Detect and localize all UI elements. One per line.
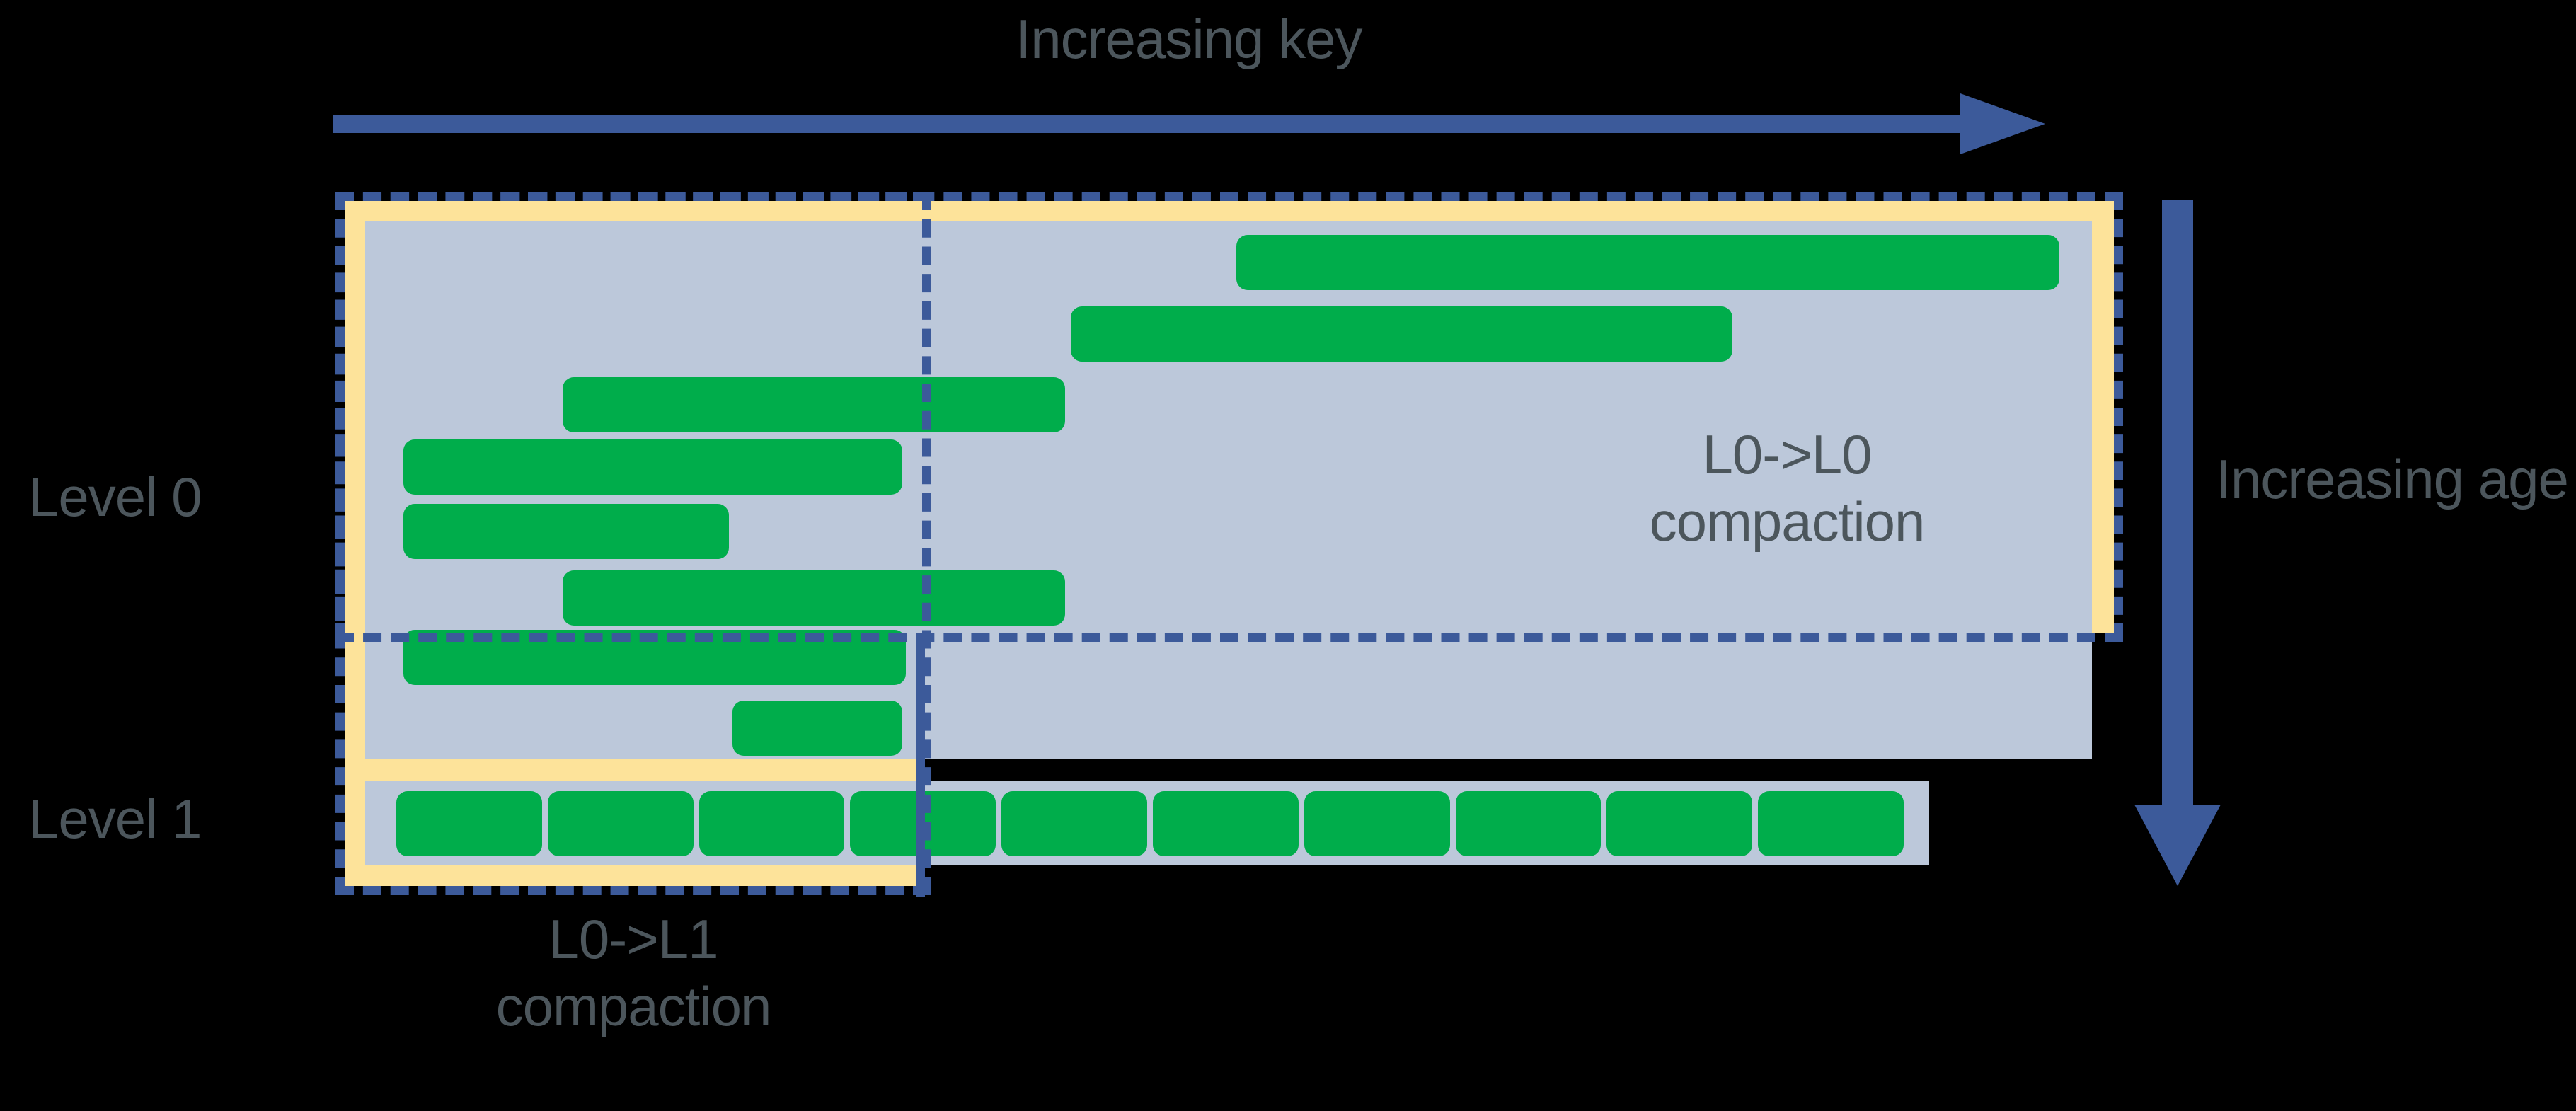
age-arrow-head — [2134, 805, 2221, 886]
l0-file-3 — [563, 377, 1065, 432]
level-1-file-strip — [396, 791, 1904, 856]
l1-file-9 — [1606, 791, 1753, 856]
l0-l1-inner-gap — [365, 759, 922, 781]
l0-file-8 — [732, 701, 902, 756]
l0-l1-right-edge-rule — [916, 642, 925, 897]
increasing-key-arrow — [333, 93, 2045, 154]
l0-file-2 — [1071, 306, 1732, 362]
l0-l1-compaction-annotation: L0->L1 compaction — [495, 908, 772, 1038]
l0-l1-bottom-gap — [345, 865, 922, 886]
increasing-key-label: Increasing key — [1016, 8, 1363, 70]
increasing-age-label: Increasing age — [2216, 448, 2569, 510]
l1-file-6 — [1152, 791, 1299, 856]
l1-file-3 — [698, 791, 845, 856]
l1-file-1 — [396, 791, 542, 856]
l1-file-10 — [1758, 791, 1904, 856]
l0-file-5 — [403, 504, 729, 559]
l0-l0-compaction-annotation: L0->L0 compaction — [1649, 423, 1926, 553]
key-arrow-shaft — [333, 115, 1989, 133]
increasing-age-arrow — [2134, 200, 2221, 886]
l1-file-2 — [547, 791, 694, 856]
level-0-label: Level 0 — [28, 466, 202, 528]
l0-file-1 — [1236, 235, 2059, 290]
level-separator-line — [922, 759, 2092, 781]
l1-file-8 — [1455, 791, 1602, 856]
level-1-label: Level 1 — [28, 788, 202, 850]
l0-file-6 — [563, 570, 1065, 626]
l0-file-4 — [403, 439, 902, 495]
key-arrow-head — [1960, 93, 2045, 154]
l1-file-7 — [1304, 791, 1450, 856]
age-arrow-shaft — [2162, 200, 2193, 822]
l0-l1-compaction-selection[interactable] — [335, 192, 931, 895]
l1-file-5 — [1001, 791, 1147, 856]
